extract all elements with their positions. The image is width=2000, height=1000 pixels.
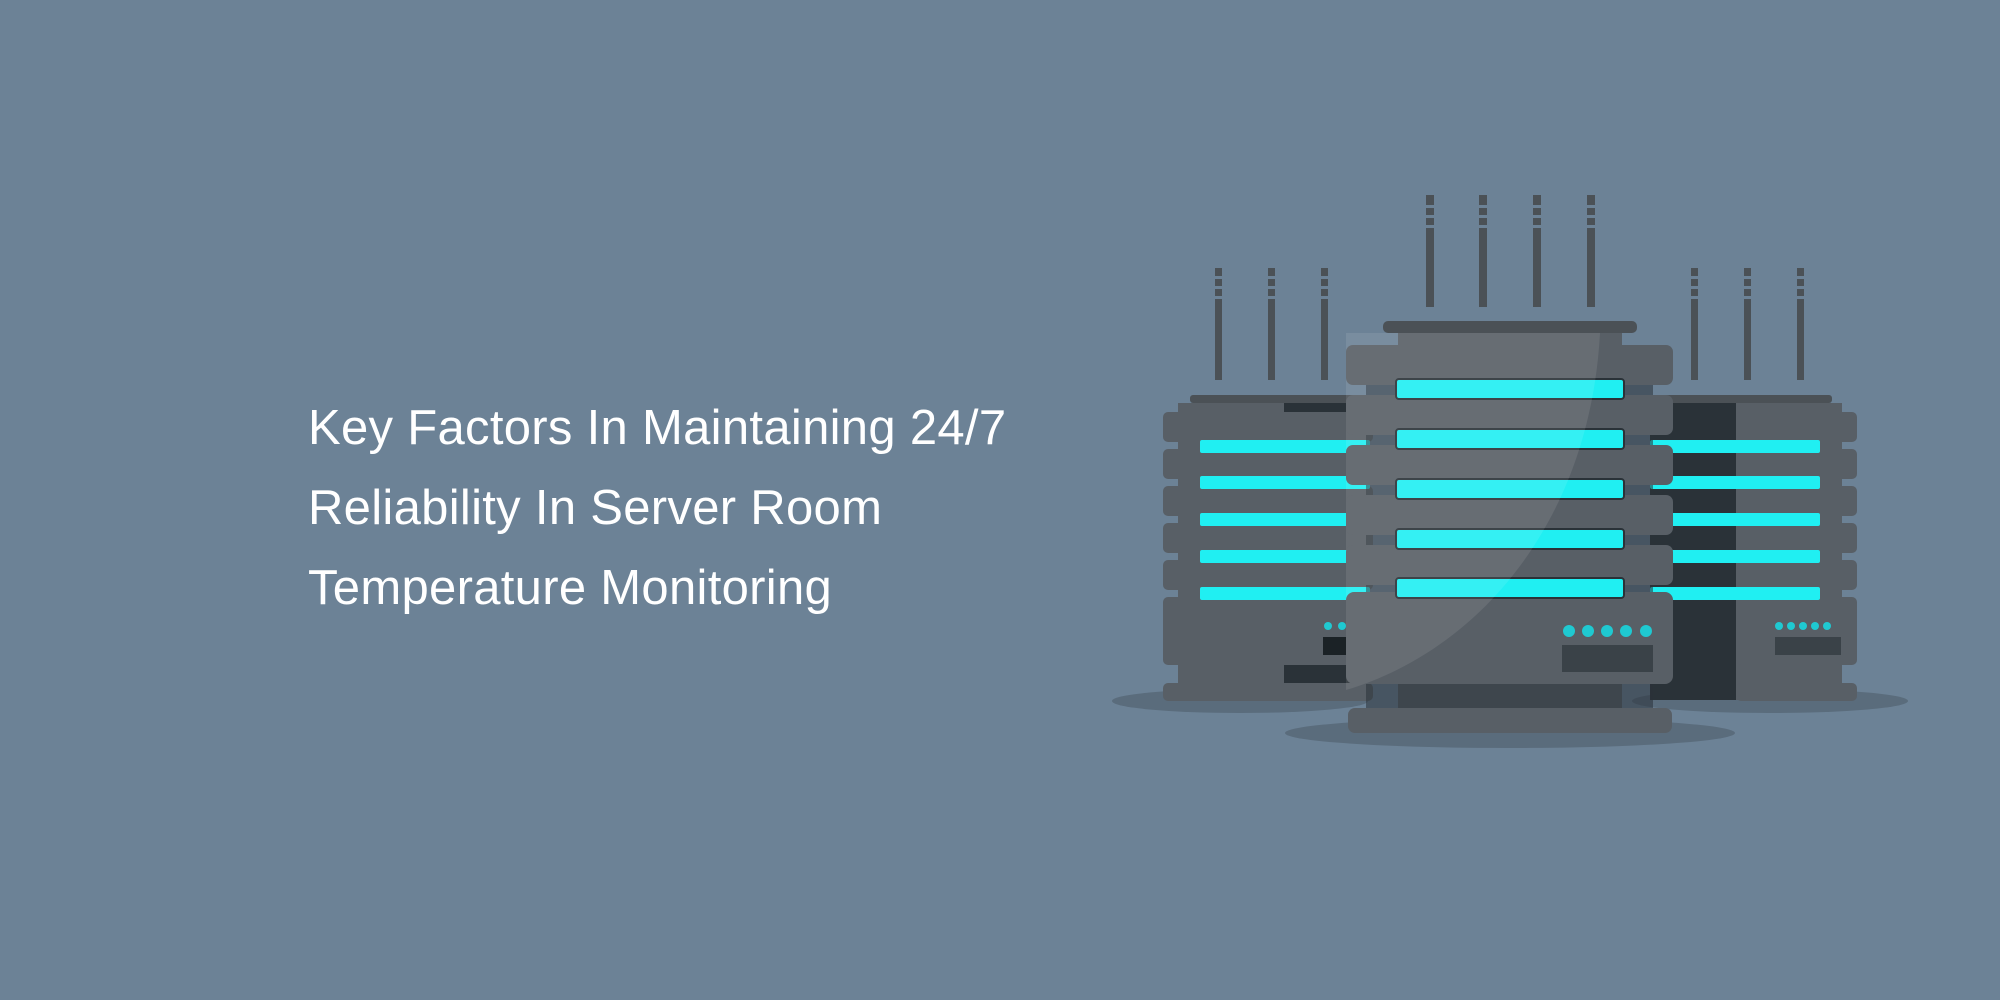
server-racks-illustration xyxy=(1112,195,1908,748)
antenna-icon xyxy=(1215,268,1328,380)
status-lights xyxy=(1775,622,1831,630)
title-line-3: Temperature Monitoring xyxy=(308,561,833,615)
server-right xyxy=(1650,268,1857,701)
antenna-icon xyxy=(1691,268,1804,380)
server-left xyxy=(1163,268,1373,701)
glass-highlight xyxy=(1346,333,1600,690)
status-lights xyxy=(1563,625,1652,637)
title-line-2: Reliability In Server Room xyxy=(308,481,883,535)
server-center xyxy=(1346,195,1673,733)
page-title: Key Factors In Maintaining 24/7 Reliabil… xyxy=(308,388,1006,628)
title-line-1: Key Factors In Maintaining 24/7 xyxy=(308,401,1007,455)
led-bars xyxy=(1650,440,1820,600)
led-bars xyxy=(1395,378,1625,599)
antenna-icon xyxy=(1426,195,1595,307)
led-bars xyxy=(1200,440,1370,600)
